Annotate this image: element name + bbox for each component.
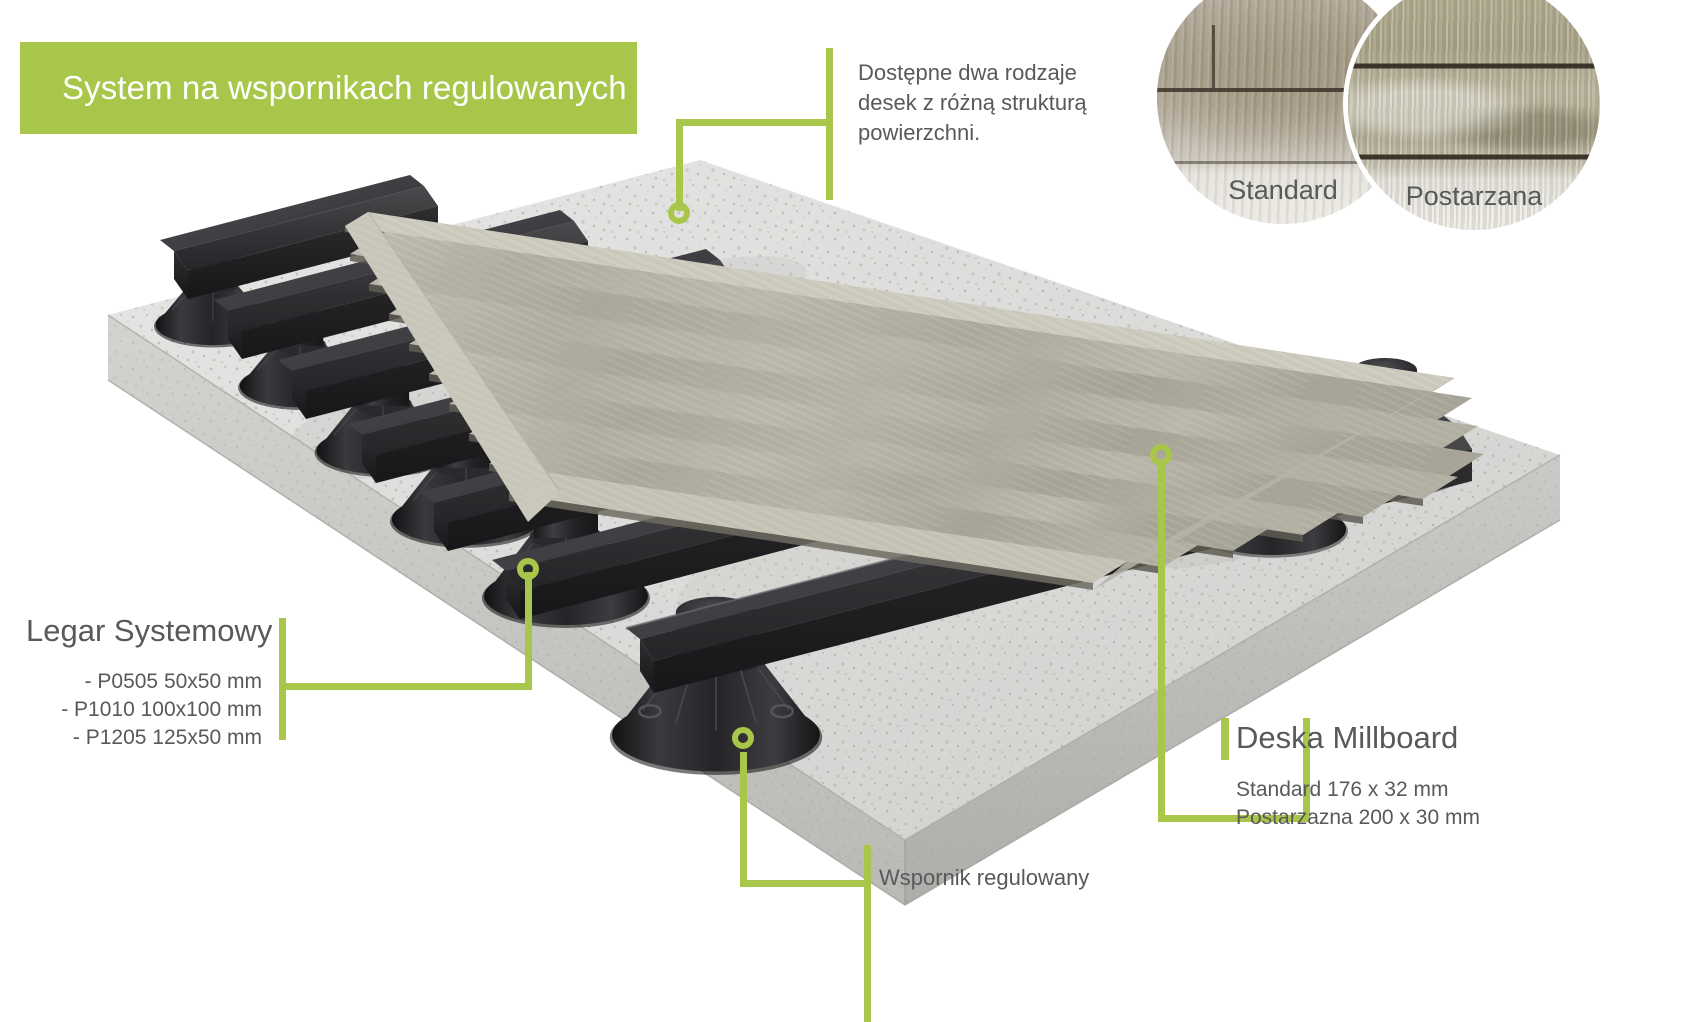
joist-dim-0: - P0505 50x50 mm — [84, 670, 262, 693]
joist-dim-2: - P1205 125x50 mm — [72, 726, 262, 749]
callout-line-vertical — [1158, 462, 1165, 822]
swatch-standard-label: Standard — [1228, 175, 1338, 205]
joist-dimensions: - P0505 50x50 mm - P1010 100x100 mm - P1… — [0, 668, 262, 752]
callout-endpoint-ring — [668, 202, 690, 224]
swatch-postarzana-texture — [1348, 0, 1600, 230]
callout-endpoint-ring — [1150, 444, 1172, 466]
callout-line-horizontal — [279, 683, 532, 690]
board-dim-0: Standard 176 x 32 mm — [1236, 778, 1449, 801]
page-title: System na wspornikach regulowanych — [62, 69, 627, 106]
callout-line-drop — [864, 845, 871, 1022]
joist-dim-1: - P1010 100x100 mm — [61, 698, 262, 721]
title-banner: System na wspornikach regulowanych — [20, 42, 637, 134]
board-types-note: Dostępne dwa rodzaje desek z różną struk… — [858, 58, 1108, 148]
board-types-note-line3: powierzchni. — [858, 120, 981, 145]
swatch-postarzana-label: Postarzana — [1405, 181, 1543, 211]
callout-line-drop — [1303, 718, 1310, 822]
callout-endpoint-ring — [732, 727, 754, 749]
millboard-deck-panel — [345, 211, 1484, 590]
callout-heading-tick — [1221, 718, 1229, 760]
swatch-postarzana: Postarzana — [1348, 0, 1600, 230]
callout-line-rise — [525, 572, 532, 687]
pedestal-label: Wspornik regulowany — [879, 865, 1090, 890]
board-types-note-line2: desek z różną strukturą — [858, 90, 1087, 115]
board-dimensions: Standard 176 x 32 mm Postarzazna 200 x 3… — [1236, 776, 1556, 832]
callout-line-drop — [676, 119, 683, 211]
callout-line-vertical — [740, 752, 747, 887]
callout-endpoint-ring — [517, 558, 539, 580]
deck-boards — [345, 212, 1484, 590]
callout-line-horizontal — [740, 880, 870, 887]
callout-line-vertical — [279, 618, 286, 740]
board-dim-1: Postarzazna 200 x 30 mm — [1236, 806, 1480, 829]
callout-line-horizontal — [676, 119, 833, 126]
board-types-note-line1: Dostępne dwa rodzaje — [858, 60, 1077, 85]
board-heading: Deska Millboard — [1236, 720, 1459, 755]
callout-line-horizontal — [1158, 815, 1310, 822]
joist-heading: Legar Systemowy — [26, 613, 273, 648]
